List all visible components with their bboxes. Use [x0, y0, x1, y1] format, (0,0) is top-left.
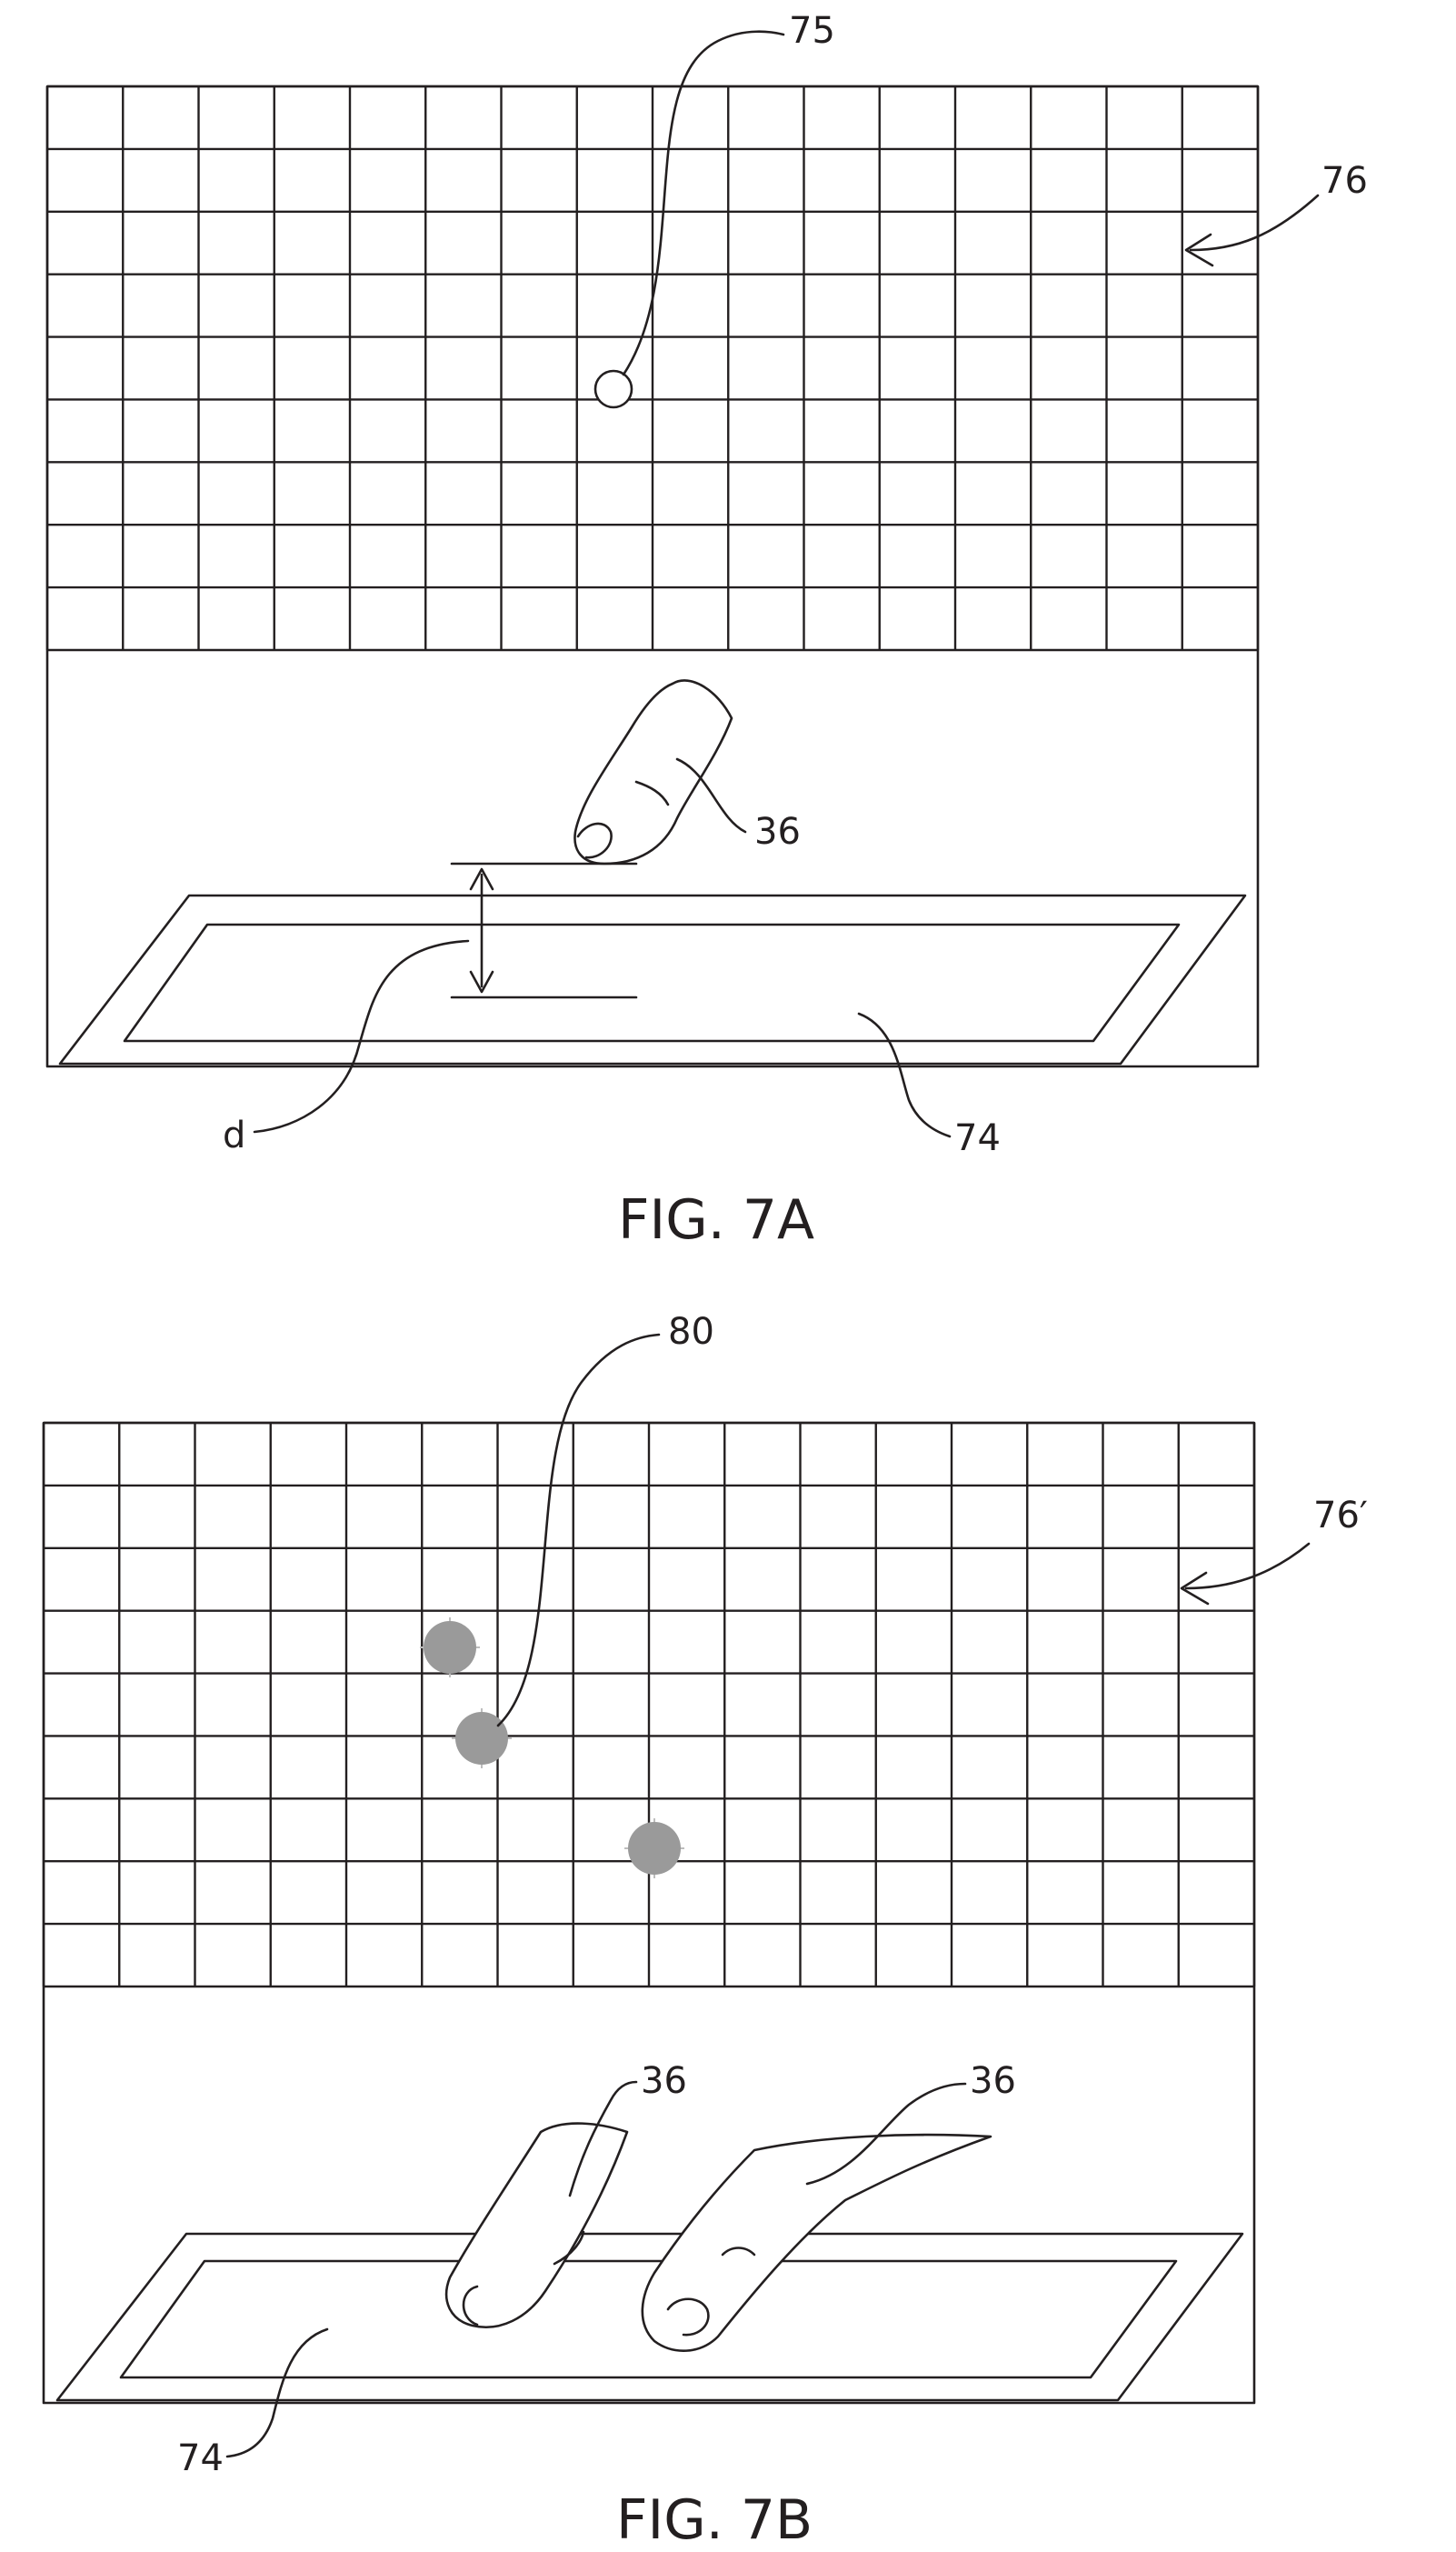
leader-76 [1191, 195, 1318, 250]
label-74-7a: 74 [954, 1117, 1001, 1159]
touchpad-outer-7a [60, 896, 1245, 1064]
label-76: 76 [1321, 160, 1368, 202]
grid-76 [47, 86, 1258, 650]
label-80: 80 [668, 1311, 714, 1353]
label-36-left: 36 [641, 2060, 687, 2102]
leader-d [254, 941, 468, 1132]
touch-point-80-b [452, 1708, 512, 1768]
caption-7b: FIG. 7B [616, 2488, 813, 2552]
leader-75 [623, 32, 783, 375]
label-36-right: 36 [970, 2060, 1016, 2102]
label-75: 75 [789, 10, 835, 52]
finger-36 [574, 680, 732, 864]
leader-74-7b [227, 2329, 327, 2457]
label-74-7b: 74 [177, 2437, 224, 2479]
touch-point-80-a [420, 1617, 480, 1677]
caption-7a: FIG. 7A [618, 1188, 814, 1252]
leader-80 [498, 1335, 659, 1726]
leader-74-7a [859, 1014, 950, 1136]
label-36-7a: 36 [754, 811, 801, 853]
leader-76-prime [1186, 1544, 1309, 1588]
label-76-prime: 76′ [1313, 1495, 1368, 1536]
finger-36-right [643, 2135, 991, 2351]
touch-point-80-c [624, 1818, 684, 1878]
grid-76-prime [44, 1423, 1254, 1987]
label-d: d [223, 1115, 245, 1156]
figure-7a: 75 76 36 d 74 FIG. 7A [47, 10, 1368, 1252]
figure-7b: 80 76′ 36 36 74 FIG. 7B [44, 1311, 1368, 2552]
finger-36-left [446, 2124, 627, 2327]
touch-point-75 [595, 371, 632, 407]
touchpad-inner-7a [125, 925, 1179, 1041]
